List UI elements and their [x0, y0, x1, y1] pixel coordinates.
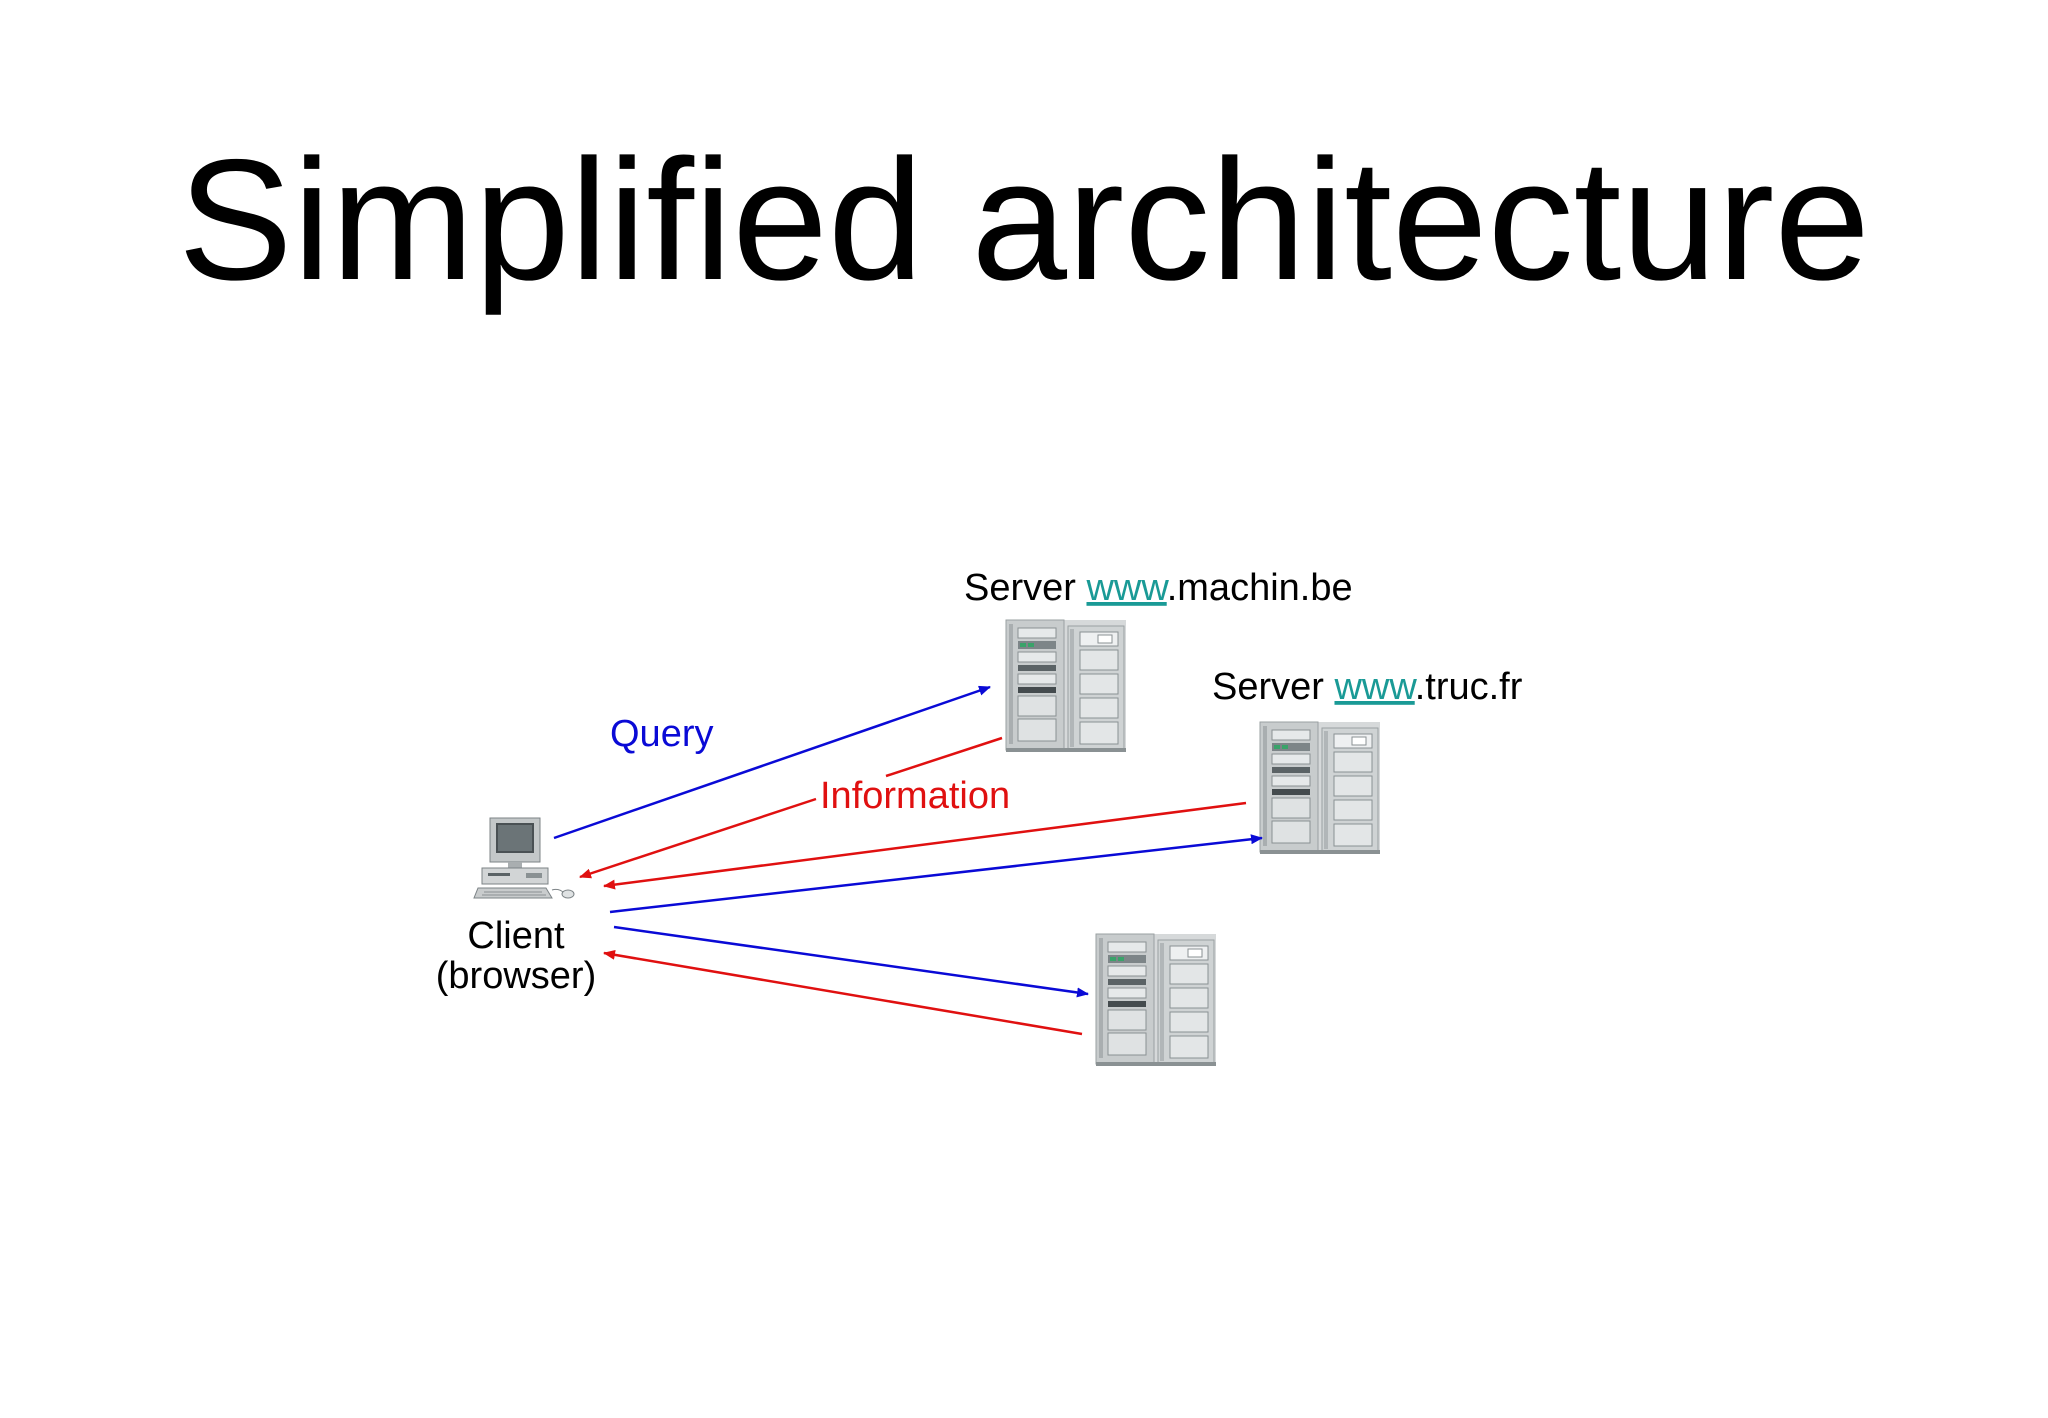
server-label-suffix: .machin.be: [1167, 567, 1353, 609]
server-icon-truc: [1259, 721, 1381, 855]
server-link-www[interactable]: www: [1085, 567, 1169, 609]
server-label-prefix: Server: [1212, 666, 1334, 708]
server-label-suffix: .truc.fr: [1415, 666, 1523, 708]
client-computer-icon: [473, 817, 575, 899]
query-arrow-machin: [553, 685, 991, 840]
client-label-line2: (browser): [436, 955, 596, 997]
server-link-www[interactable]: www: [1333, 666, 1417, 708]
server-label-truc: Server www.truc.fr: [1212, 666, 1523, 708]
server-icon-third: [1095, 933, 1217, 1067]
query-label: Query: [610, 713, 713, 755]
information-arrow-machin-upper: [885, 736, 1003, 778]
query-arrow-truc: [609, 834, 1263, 914]
page-title: Simplified architecture: [177, 124, 1871, 316]
information-label: Information: [820, 775, 1010, 817]
query-arrow-third: [613, 925, 1089, 998]
information-arrow-third: [603, 949, 1083, 1036]
server-label-machin: Server www.machin.be: [964, 567, 1353, 609]
server-label-prefix: Server: [964, 567, 1086, 609]
information-arrow-machin-lower: [579, 797, 817, 879]
information-arrow-truc: [603, 801, 1247, 890]
client-label-line1: Client: [467, 915, 565, 957]
server-icon-machin: [1005, 619, 1127, 753]
